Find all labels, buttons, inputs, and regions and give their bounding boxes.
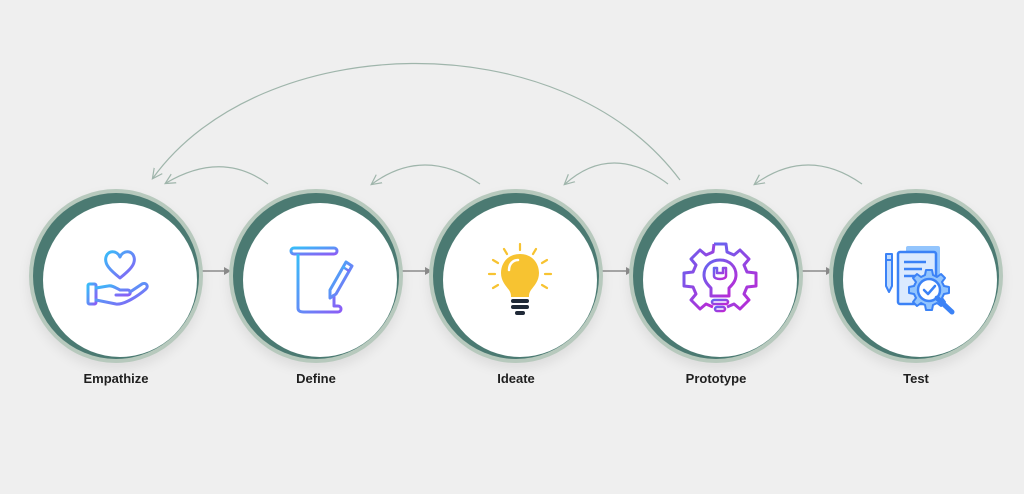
stage-label-test: Test	[903, 371, 929, 386]
feedback-arc-define-to-empathize	[166, 166, 269, 185]
lightbulb-icon	[487, 242, 553, 315]
heart-hand-icon	[86, 250, 149, 306]
stage-label-empathize: Empathize	[83, 371, 149, 386]
stage-ideate	[429, 189, 603, 363]
stage-label-prototype: Prototype	[685, 371, 747, 386]
stage-label-ideate: Ideate	[497, 371, 535, 386]
scroll-pen-icon	[289, 246, 354, 314]
stage-label-define: Define	[296, 371, 336, 386]
stage-test	[829, 189, 1003, 363]
feedback-arc-test-to-prototype	[755, 164, 863, 184]
stage-define	[229, 189, 403, 363]
document-magnifier-check-icon	[885, 246, 955, 315]
stage-empathize	[29, 189, 203, 363]
gear-wrench-bulb-icon	[682, 242, 758, 313]
feedback-arc-prototype-to-ideate	[565, 162, 669, 184]
feedback-arc-prototype-to-empathize	[153, 62, 681, 181]
feedback-arc-ideate-to-define	[372, 164, 481, 184]
stage-prototype	[629, 189, 803, 363]
